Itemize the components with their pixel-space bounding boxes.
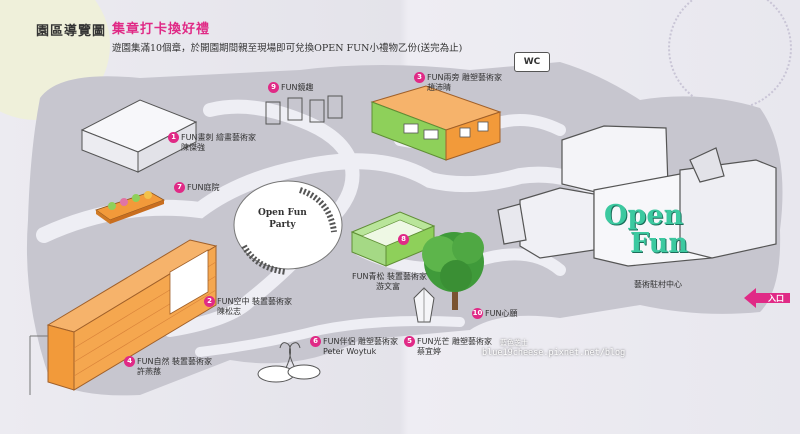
- orange-container-sculpture: [29, 239, 218, 395]
- party-label: Open Fun Party: [258, 207, 307, 231]
- station-artist: 蔡宜婷: [417, 347, 441, 356]
- logo-line2: Fun: [630, 228, 688, 259]
- watermark-url: blue19cheese.pixnet.net/blog: [482, 348, 626, 358]
- station-title: FUN鏡趣: [281, 83, 314, 92]
- party-label-line2: Party: [269, 220, 296, 230]
- entrance-arrow-icon: [744, 288, 790, 308]
- garden-planter: [95, 191, 165, 224]
- white-container-sculpture: [80, 99, 198, 173]
- station-number: 9: [268, 82, 279, 93]
- station-number: 1: [168, 132, 179, 143]
- station-artist: 陳松志: [217, 307, 241, 316]
- open-fun-logo: Open Fun: [604, 202, 688, 258]
- wc-sign: WC: [514, 52, 550, 72]
- station-number: 10: [472, 308, 483, 319]
- station-number: 6: [310, 336, 321, 347]
- station-number: 4: [124, 356, 135, 367]
- watermark-name: 藍色芝士: [500, 339, 528, 347]
- station-title: FUN庭院: [187, 183, 220, 192]
- swan-sculpture: [257, 342, 321, 383]
- station-number: 3: [414, 72, 425, 83]
- art-center-building: [497, 125, 777, 267]
- station-artist: 游文富: [376, 282, 400, 291]
- campaign-description: 遊園集滿10個章，於開園期間親至現場即可兌換OPEN FUN小禮物乙份(送完為止…: [112, 43, 463, 54]
- station-title: FUN青松 裝置藝術家: [352, 272, 427, 281]
- station-title: FUN畫刺 繪畫藝術家: [181, 133, 256, 142]
- station-artist: 許燕蓀: [137, 367, 161, 376]
- station-title: FUN伴侶 雕塑藝術家: [323, 337, 398, 346]
- station-title: FUN光芒 雕塑藝術家: [417, 337, 492, 346]
- station-number: 5: [404, 336, 415, 347]
- wishing-tree: [422, 232, 484, 310]
- stamp-campaign-title: 集章打卡換好禮: [112, 22, 211, 37]
- station-title: FUN兩旁 雕塑藝術家: [427, 73, 502, 82]
- party-label-line1: Open Fun: [258, 208, 307, 218]
- art-center-label: 藝術駐村中心: [634, 280, 682, 289]
- mirror-frames: [265, 95, 343, 125]
- station-artist: 陳傑強: [181, 143, 205, 152]
- station-artist: Peter Woytuk: [323, 347, 377, 356]
- station-number: 8: [398, 234, 409, 245]
- orange-box-sculpture: [370, 85, 502, 161]
- party-circle: [233, 180, 343, 275]
- green-frame-sculpture: [350, 211, 436, 267]
- entrance-label[interactable]: 入口: [768, 294, 784, 303]
- map-title: 園區導覽圖: [36, 24, 107, 39]
- station-title: FUN心願: [485, 309, 518, 318]
- station-title: FUN空中 裝置藝術家: [217, 297, 292, 306]
- crystal-sculpture: [413, 287, 435, 323]
- walking-path: [195, 316, 465, 357]
- station-title: FUN自然 裝置藝術家: [137, 357, 212, 366]
- station-number: 7: [174, 182, 185, 193]
- station-number: 2: [204, 296, 215, 307]
- station-artist: 趙沛晴: [427, 83, 451, 92]
- logo-line1: Open: [604, 200, 684, 231]
